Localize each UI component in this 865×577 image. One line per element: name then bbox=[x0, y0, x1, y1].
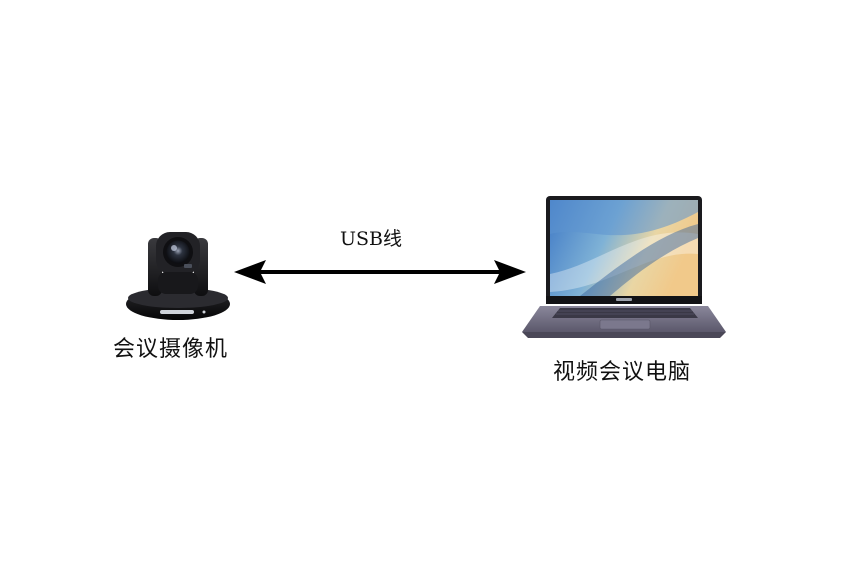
camera-node bbox=[124, 226, 232, 324]
computer-label: 视频会议电脑 bbox=[553, 360, 692, 385]
link-label: USB线 bbox=[340, 228, 402, 250]
camera-label: 会议摄像机 bbox=[113, 337, 229, 362]
ptz-camera-icon bbox=[126, 232, 230, 320]
computer-node bbox=[520, 194, 730, 342]
arrow-head-right bbox=[494, 260, 526, 284]
arrow-head-left bbox=[234, 260, 266, 284]
laptop-icon bbox=[522, 196, 726, 338]
bidirectional-arrow bbox=[234, 260, 526, 284]
